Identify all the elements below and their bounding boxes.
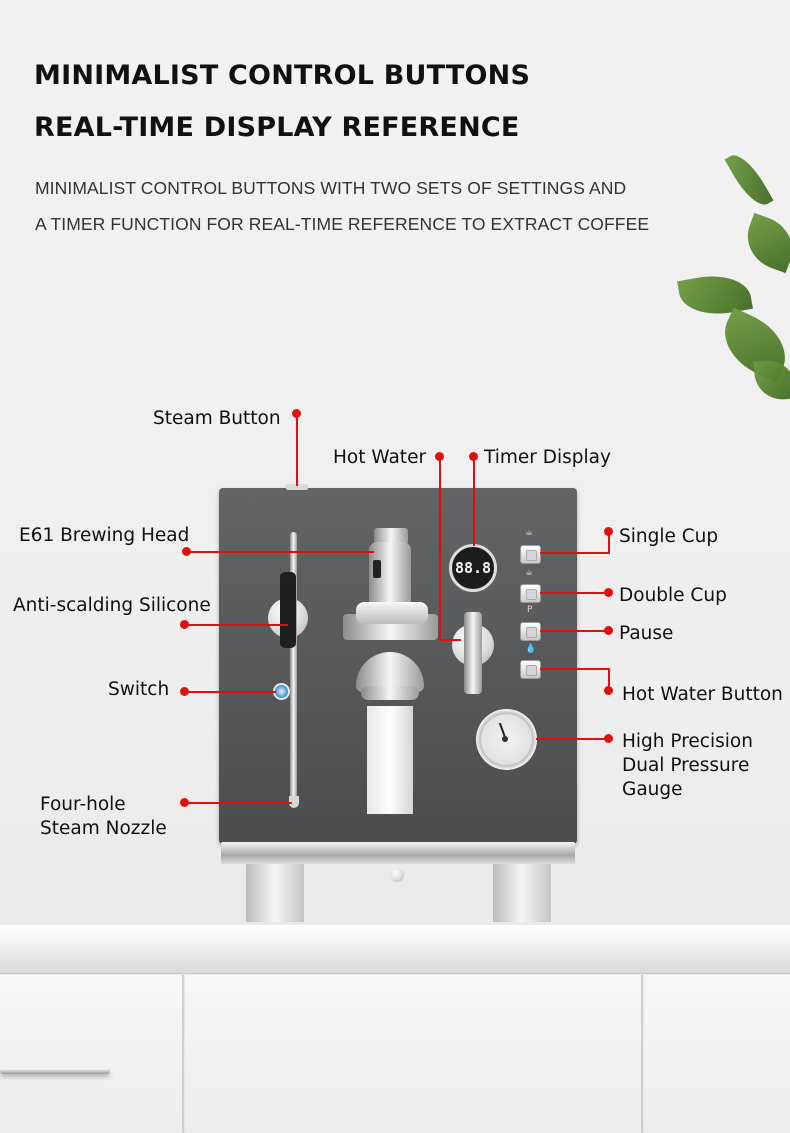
callout-line-single-cup-v	[608, 531, 610, 553]
portafilter-handle[interactable]	[367, 706, 413, 814]
callout-line-double-cup	[540, 592, 606, 594]
pause-icon: P	[527, 605, 533, 615]
countertop	[0, 925, 790, 974]
label-hot-water-button: Hot Water Button	[622, 684, 783, 705]
steam-wand	[290, 532, 297, 802]
callout-line-e61-head	[186, 551, 374, 553]
label-hot-water: Hot Water	[333, 447, 427, 468]
double-cup-icon: ☕	[525, 568, 534, 578]
e61-brewing-head	[343, 528, 438, 652]
label-e61-brewing-head: E61 Brewing Head	[19, 525, 190, 546]
single-cup-button[interactable]	[520, 545, 541, 564]
label-anti-scalding-silicone: Anti-scalding Silicone	[13, 595, 211, 616]
callout-line-gauge	[536, 738, 606, 740]
label-nozzle-line-1: Four-hole	[40, 794, 126, 815]
label-switch: Switch	[108, 679, 170, 700]
callout-dot-hot-water-button	[604, 686, 613, 695]
callout-line-nozzle	[184, 802, 292, 804]
label-timer-display: Timer Display	[484, 447, 611, 468]
subheading-line-2: A TIMER FUNCTION FOR REAL-TIME REFERENCE…	[35, 214, 650, 234]
group-collar	[356, 602, 428, 624]
callout-line-hot-water-end	[439, 639, 461, 641]
label-single-cup: Single Cup	[619, 526, 719, 547]
callout-dot-steam-button	[292, 409, 301, 418]
cabinet-handle	[0, 1068, 110, 1074]
chrome-base-band	[221, 842, 575, 864]
callout-line-steam-button	[296, 414, 298, 486]
callout-dot-gauge	[604, 734, 613, 743]
hot-water-drop-icon: 💧	[525, 644, 537, 654]
pause-button[interactable]	[520, 622, 541, 641]
label-nozzle-line-2: Steam Nozzle	[40, 818, 167, 839]
steam-nozzle	[289, 796, 299, 808]
callout-line-hot-water-button	[540, 668, 610, 670]
headline-line-2: REAL-TIME DISPLAY REFERENCE	[34, 112, 520, 143]
headline-line-1: MINIMALIST CONTROL BUTTONS	[34, 60, 531, 91]
portafilter-spout	[361, 686, 419, 700]
hot-water-pipe	[464, 612, 482, 694]
callout-dot-double-cup	[604, 588, 613, 597]
machine-foot-right	[493, 864, 551, 922]
callout-line-pause	[540, 630, 606, 632]
machine-foot-left	[246, 864, 304, 922]
hot-water-button[interactable]	[520, 660, 541, 679]
callout-line-hot-water	[439, 456, 441, 640]
callout-line-hot-water-button-v	[608, 668, 610, 690]
label-gauge-line-3: Gauge	[622, 779, 683, 800]
cabinet-door-middle	[185, 975, 643, 1133]
timer-display: 88.8	[449, 544, 497, 592]
steam-button[interactable]	[286, 484, 308, 490]
cabinet-door-right	[644, 975, 790, 1133]
gauge-hub	[502, 736, 508, 742]
callout-line-single-cup	[540, 552, 610, 554]
callout-dot-pause	[604, 626, 613, 635]
label-double-cup: Double Cup	[619, 585, 727, 606]
drain-knob	[390, 868, 404, 882]
callout-line-timer-display	[473, 456, 475, 546]
cabinet-door-left	[0, 975, 184, 1133]
callout-line-anti-scalding	[184, 624, 288, 626]
subheading-line-1: MINIMALIST CONTROL BUTTONS WITH TWO SETS…	[35, 178, 627, 198]
callout-line-switch	[184, 691, 276, 693]
single-cup-icon: ☕	[525, 528, 534, 538]
timer-readout: 88.8	[454, 559, 492, 577]
double-cup-button[interactable]	[520, 584, 541, 603]
label-pause: Pause	[619, 623, 674, 644]
anti-scalding-silicone-grip	[280, 572, 296, 648]
label-gauge-line-2: Dual Pressure	[622, 755, 750, 776]
label-steam-button: Steam Button	[153, 408, 281, 429]
label-gauge-line-1: High Precision	[622, 731, 753, 752]
